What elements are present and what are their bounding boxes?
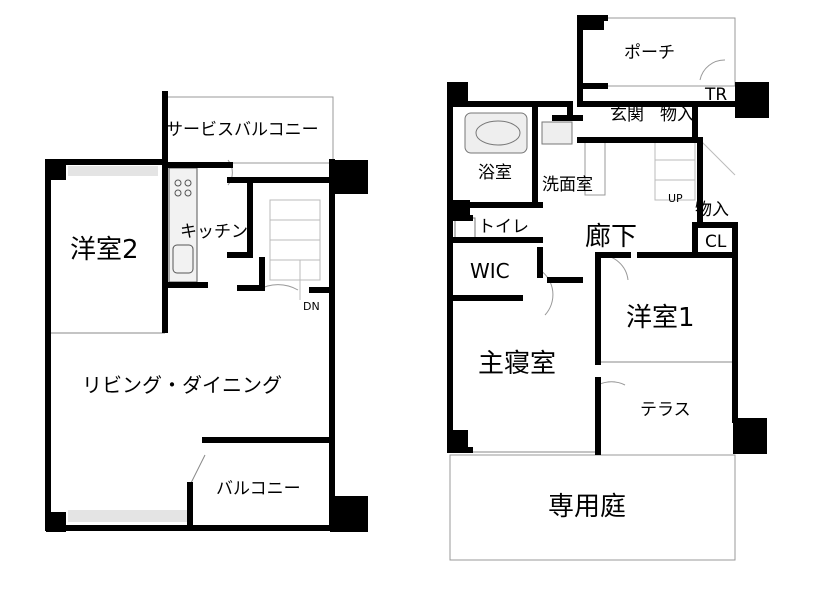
porch-label: ポーチ [624, 43, 675, 63]
window-living-bottom [68, 510, 188, 522]
column-porch-left [578, 16, 604, 30]
western-room-1-label: 洋室1 [626, 303, 695, 333]
entrance-label: 玄関 [610, 105, 644, 125]
column-r-bl [448, 430, 468, 452]
right-unit: ポーチ 玄関 物入 TR 浴室 洗面室 トイレ 廊下 UP 物入 CL WIC … [447, 15, 769, 561]
window-western-room-2 [68, 166, 158, 176]
column-r-tl [448, 82, 468, 104]
stair-treads-right [654, 139, 696, 201]
column-br [330, 496, 368, 532]
washbasin [541, 121, 573, 145]
living-dining-label: リビング・ダイニング [82, 373, 282, 397]
column-tl [46, 160, 66, 180]
kitchen-label: キッチン [180, 222, 248, 242]
column-bl [46, 512, 66, 532]
closet-label: CL [705, 232, 727, 252]
balcony-label: バルコニー [216, 479, 301, 499]
storage-entrance-label: 物入 [660, 105, 694, 125]
bathtub [464, 112, 528, 154]
column-tr [330, 160, 368, 194]
column-wc [450, 200, 470, 216]
storage-hall-label: 物入 [695, 200, 729, 220]
private-garden-area [449, 454, 736, 561]
toilet-label: トイレ [478, 217, 529, 237]
column-r-mr [733, 418, 767, 454]
western-room-2-label: 洋室2 [70, 235, 139, 265]
column-r-tr [735, 82, 769, 118]
left-unit: サービスバルコニー キッチン 洋室2 リビング・ダイニング バルコニー DN [45, 91, 368, 532]
private-garden-label: 専用庭 [548, 492, 626, 522]
washroom-label: 洗面室 [542, 175, 593, 195]
hallway-label: 廊下 [585, 222, 637, 252]
service-balcony-label: サービスバルコニー [166, 120, 319, 140]
stairs-up-label: UP [668, 192, 683, 205]
bathroom-label: 浴室 [478, 163, 512, 183]
stairs-down-label: DN [303, 300, 320, 313]
wic-label: WIC [470, 259, 510, 283]
kitchen-counter [168, 167, 198, 283]
terrace-label: テラス [640, 400, 691, 420]
master-bedroom-label: 主寝室 [478, 349, 556, 379]
trunk-room-label: TR [704, 85, 727, 105]
